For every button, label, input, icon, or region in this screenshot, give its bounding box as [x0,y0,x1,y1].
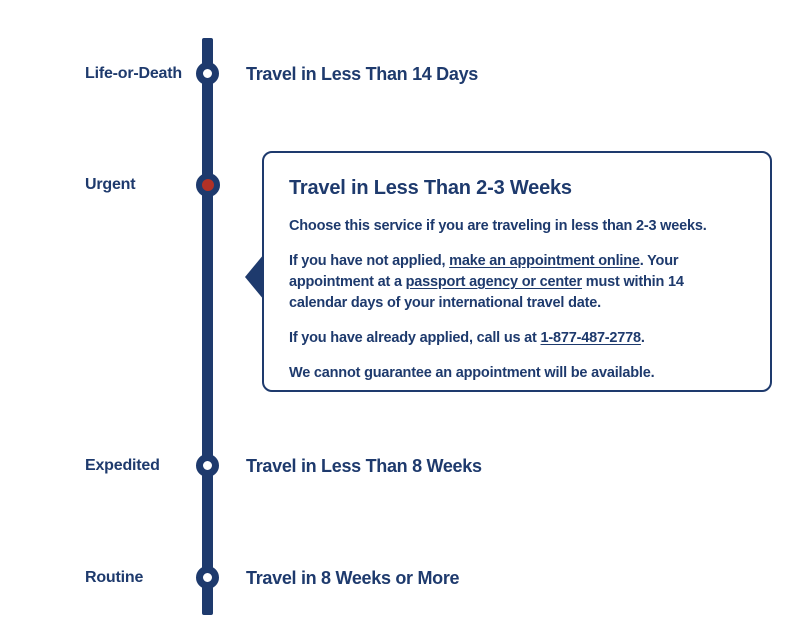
timeline-node-expedited[interactable] [196,454,219,477]
timeline-label-routine: Routine [85,569,144,586]
tooltip-paragraph-not-applied: If you have not applied, make an appoint… [289,253,684,311]
timeline-desc-expedited: Travel in Less Than 8 Weeks [246,456,482,476]
timeline-node-urgent[interactable] [196,173,220,197]
timeline-label-expedited: Expedited [85,457,160,474]
tooltip-arrow-left-icon [245,254,264,300]
tooltip-link[interactable]: passport agency or center [405,274,583,290]
timeline-label-life-or-death: Life-or-Death [85,65,182,82]
urgent-tooltip: Travel in Less Than 2-3 Weeks Choose thi… [245,151,772,392]
tooltip-paragraph-choose-service: Choose this service if you are traveling… [289,218,707,234]
tooltip-paragraph-already-applied: If you have already applied, call us at … [289,330,645,346]
timeline-label-urgent: Urgent [85,176,136,193]
timeline-line [202,38,213,615]
tooltip-link[interactable]: 1-877-487-2778 [540,330,642,346]
tooltip-title: Travel in Less Than 2-3 Weeks [289,177,572,199]
tooltip-link[interactable]: make an appointment online [449,253,640,269]
timeline-node-routine[interactable] [196,566,219,589]
timeline-desc-routine: Travel in 8 Weeks or More [246,568,460,588]
timeline-node-life-or-death[interactable] [196,62,219,85]
timeline-desc-life-or-death: Travel in Less Than 14 Days [246,64,479,84]
tooltip-paragraph-no-guarantee: We cannot guarantee an appointment will … [289,365,655,381]
